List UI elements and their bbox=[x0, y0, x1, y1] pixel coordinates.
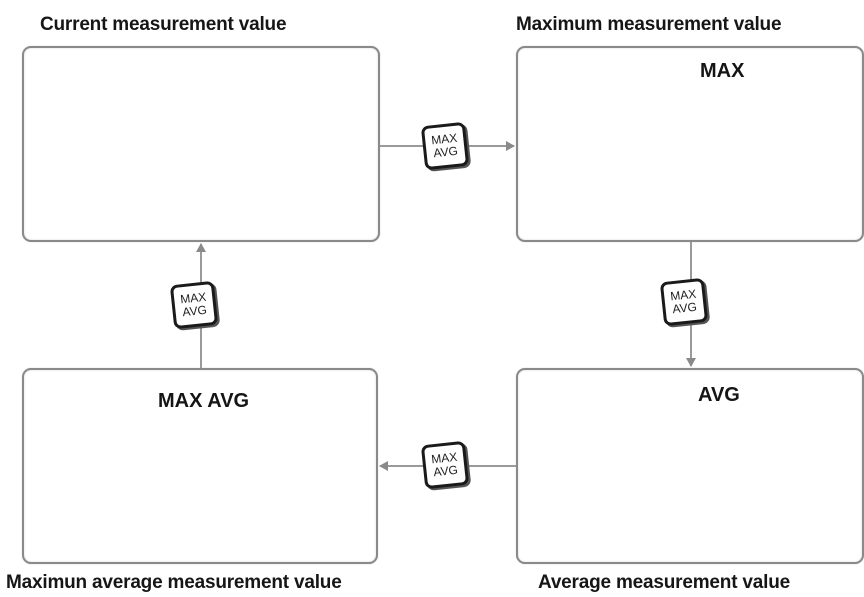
current-value-display bbox=[22, 46, 380, 242]
max-avg-button-line2: AVG bbox=[432, 462, 459, 480]
maximum-value-display: MAX bbox=[516, 46, 864, 242]
arrow-up-icon bbox=[196, 243, 206, 252]
avg-mode-label: AVG bbox=[698, 384, 740, 406]
max-avg-button-right[interactable]: MAX AVG bbox=[659, 277, 709, 327]
maximum-value-heading: Maximum measurement value bbox=[516, 14, 782, 35]
arrow-down-icon bbox=[686, 358, 696, 367]
average-value-display: AVG bbox=[516, 368, 864, 564]
arrow-right-icon bbox=[506, 141, 515, 151]
max-average-value-heading: Maximun average measurement value bbox=[6, 572, 342, 593]
max-avg-mode-label: MAX AVG bbox=[158, 390, 250, 412]
max-avg-button-line2: AVG bbox=[432, 143, 459, 161]
max-mode-label: MAX bbox=[700, 60, 745, 82]
current-value-heading: Current measurement value bbox=[40, 14, 287, 35]
max-avg-button-line2: AVG bbox=[671, 299, 698, 317]
arrow-left-icon bbox=[379, 461, 388, 471]
max-avg-button-bottom[interactable]: MAX AVG bbox=[420, 440, 470, 490]
max-avg-button-top[interactable]: MAX AVG bbox=[420, 121, 470, 171]
max-avg-button-line2: AVG bbox=[181, 302, 208, 320]
max-average-value-display: MAX AVG bbox=[22, 368, 378, 564]
max-avg-button-left[interactable]: MAX AVG bbox=[169, 280, 219, 330]
average-value-heading: Average measurement value bbox=[538, 572, 790, 593]
